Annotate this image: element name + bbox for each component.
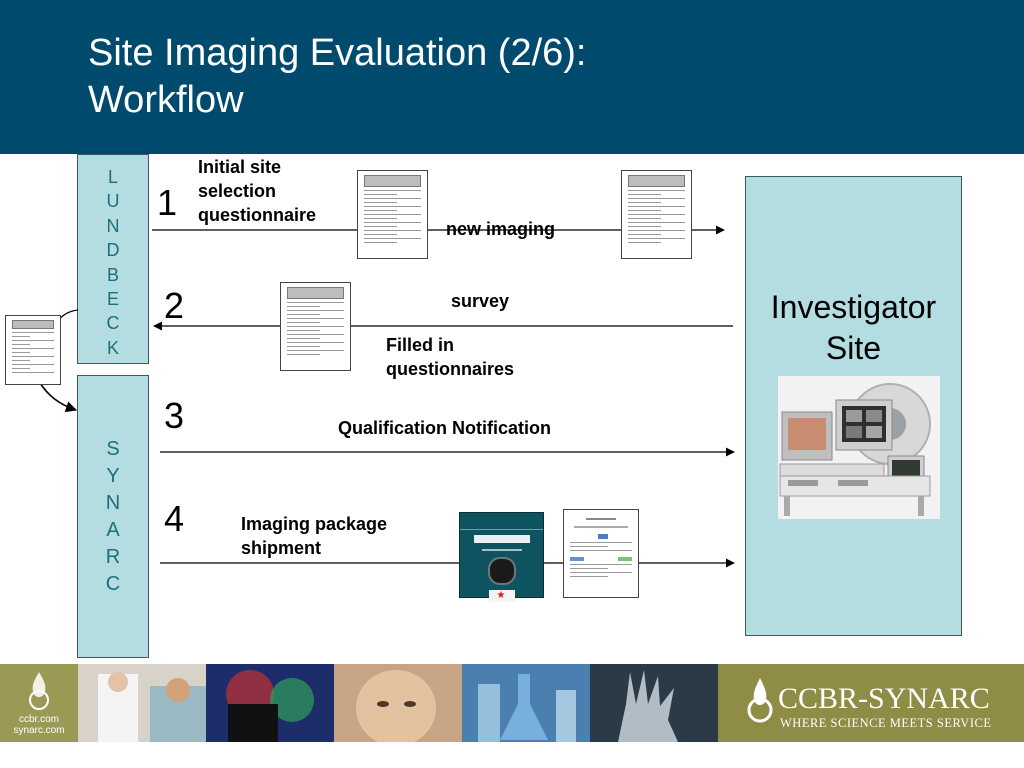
forward-curve-arrow bbox=[39, 382, 78, 413]
imaging-manual-cover: ★ bbox=[459, 512, 544, 602]
slide-title: Site Imaging Evaluation (2/6): Workflow bbox=[88, 30, 587, 124]
manual-logo: ★ bbox=[488, 590, 515, 602]
step-4-number: 4 bbox=[164, 498, 185, 539]
step-3-number: 3 bbox=[164, 395, 185, 436]
survey-label-line: survey bbox=[446, 291, 510, 311]
sponsor-letter: N bbox=[106, 215, 120, 236]
footer-left-badge: ccbr.com synarc.com bbox=[0, 664, 78, 742]
forwarded-questionnaire-document-icon bbox=[5, 315, 61, 385]
sponsor-letter: K bbox=[106, 337, 119, 358]
step-4-label: Imaging package shipment bbox=[241, 512, 387, 560]
manual-title-lines bbox=[460, 519, 543, 530]
footer-left-text: ccbr.com synarc.com bbox=[0, 714, 78, 736]
site-label-line-1: Investigator bbox=[770, 289, 937, 325]
title-line-2: Workflow bbox=[88, 79, 244, 121]
shipment-form-document-icon bbox=[563, 509, 639, 598]
title-line-1: Site Imaging Evaluation (2/6): bbox=[88, 32, 587, 74]
step-1-label-line: selection bbox=[198, 181, 277, 201]
manual-subtitle-line bbox=[481, 549, 522, 551]
step-2-number: 2 bbox=[164, 285, 185, 326]
sponsor-letter: E bbox=[106, 289, 119, 310]
sponsor-letter: C bbox=[106, 313, 120, 334]
sponsor-letter: U bbox=[106, 191, 120, 212]
footer-url-1: ccbr.com bbox=[18, 714, 59, 725]
footer-banner: ccbr.com synarc.com CCBR-SYNARC WHERE SC… bbox=[0, 664, 1024, 742]
manual-logo-band bbox=[473, 535, 530, 543]
photo-strip bbox=[78, 664, 718, 742]
site-label-line-2: Site bbox=[825, 330, 882, 366]
flame-logo-icon bbox=[29, 672, 49, 710]
step-1-survey-label: new imaging survey bbox=[446, 169, 555, 337]
sponsor-letter: D bbox=[106, 240, 120, 261]
step-3-label-line: Qualification Notification bbox=[338, 418, 552, 438]
footer-url-2: synarc.com bbox=[13, 725, 65, 736]
questionnaire-document-icon bbox=[357, 170, 428, 259]
step-2-label: Filled in questionnaires bbox=[386, 333, 514, 381]
lab-letter: S bbox=[106, 438, 120, 460]
lab-letter: N bbox=[105, 492, 121, 514]
scanner-workstation-photo bbox=[778, 376, 940, 519]
lab-letter: A bbox=[106, 519, 120, 541]
step-4-label-line: shipment bbox=[241, 538, 322, 558]
survey-document-icon bbox=[621, 170, 692, 259]
manual-scan-image bbox=[487, 557, 516, 585]
brand-flame-icon bbox=[747, 678, 773, 723]
step-1-label: Initial site selection questionnaire bbox=[198, 155, 316, 227]
investigator-site-label: Investigator Site bbox=[746, 287, 961, 369]
brand-name: CCBR-SYNARC bbox=[778, 682, 990, 715]
lab-letter: C bbox=[105, 573, 121, 595]
footer-brand-block: CCBR-SYNARC WHERE SCIENCE MEETS SERVICE bbox=[718, 664, 1024, 742]
sponsor-letter: L bbox=[107, 167, 118, 187]
filled-questionnaire-document-icon bbox=[280, 282, 351, 371]
brand-tagline: WHERE SCIENCE MEETS SERVICE bbox=[780, 716, 992, 730]
step-3-label: Qualification Notification bbox=[338, 416, 551, 440]
step-4-label-line: Imaging package bbox=[241, 514, 388, 534]
step-2-label-line: Filled in bbox=[386, 335, 455, 355]
sponsor-letter: B bbox=[106, 264, 119, 285]
survey-label-line: new imaging bbox=[446, 219, 556, 239]
lab-letter: Y bbox=[106, 465, 120, 487]
step-1-label-line: questionnaire bbox=[198, 205, 317, 225]
imaging-lab-box: S Y N A R C bbox=[77, 375, 149, 658]
step-1-label-line: Initial site bbox=[198, 157, 282, 177]
header-banner: Site Imaging Evaluation (2/6): Workflow bbox=[0, 0, 1024, 154]
sponsor-box: L U N D B E C K bbox=[77, 154, 149, 364]
step-1-number: 1 bbox=[157, 182, 178, 223]
lab-letter: R bbox=[105, 546, 121, 568]
step-2-label-line: questionnaires bbox=[386, 359, 515, 379]
